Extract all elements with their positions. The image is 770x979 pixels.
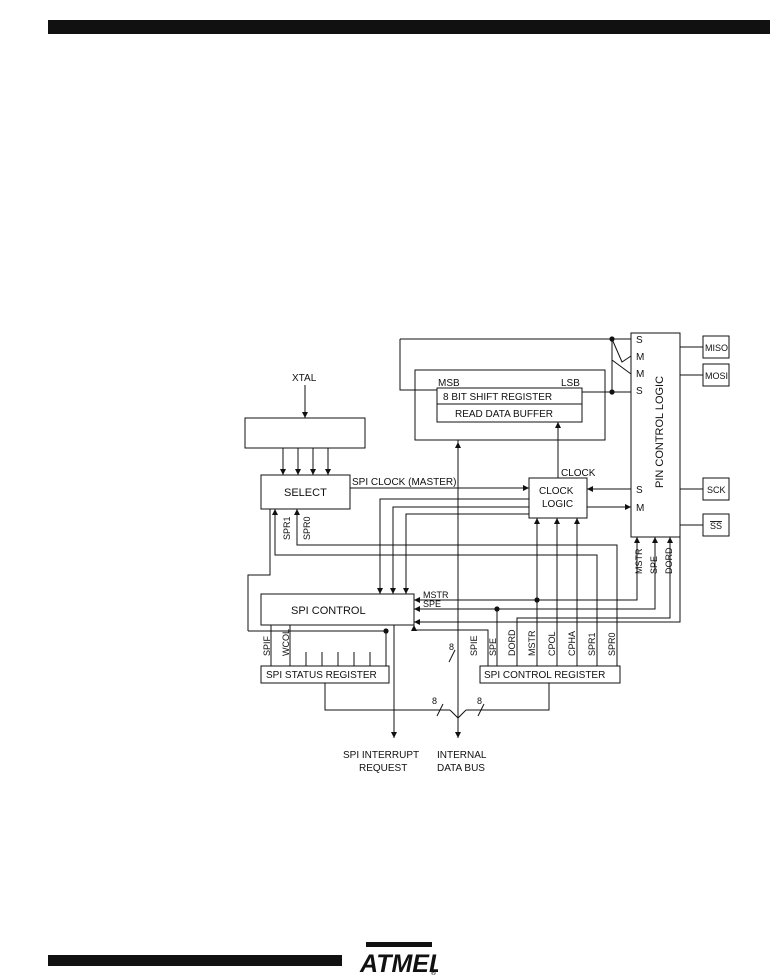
msb-label: MSB: [438, 378, 460, 389]
dord-bit-label: DORD: [507, 629, 517, 656]
mstr-pin-label: MSTR: [634, 548, 644, 574]
spi-interrupt-label-2: REQUEST: [359, 763, 407, 774]
bus-width-slash: [448, 649, 456, 663]
spr1-bit-label: SPR1: [587, 632, 597, 656]
pin-s-label: S: [636, 335, 643, 346]
bus-brace: [449, 709, 467, 719]
spr0-select-label: SPR0: [302, 516, 312, 540]
spe-bit-label: SPE: [488, 638, 498, 656]
bus-width-slash: [436, 703, 444, 717]
bus-width-label: 8: [449, 642, 454, 652]
spi-control-block: [260, 593, 415, 626]
atmel-logo: ATMEL ®: [359, 942, 438, 976]
spe-to-pin-line: [497, 537, 658, 610]
bus-width-label: 8: [477, 696, 482, 706]
pin-s-label: S: [636, 386, 643, 397]
mosi-label: MOSI: [705, 371, 728, 381]
spr0-bit-label: SPR0: [607, 632, 617, 656]
mstr-ctrl-label: MSTR: [423, 590, 449, 600]
junction-dot: [609, 336, 615, 342]
wcol-label: WCOL: [281, 629, 291, 656]
spe-to-spi-control-line: [414, 606, 498, 666]
bus-width-label: 8: [432, 696, 437, 706]
clock-logic-label-2: LOGIC: [542, 499, 573, 510]
clock-to-spi-control-line: [390, 506, 529, 594]
dord-pin-label: DORD: [664, 547, 674, 574]
ss-label: SS: [710, 521, 722, 531]
spi-control-register-label: SPI CONTROL REGISTER: [484, 670, 605, 681]
clock-to-spi-control-line: [377, 498, 529, 594]
pin-m-label: M: [636, 369, 644, 380]
xtal-label: XTAL: [292, 373, 317, 384]
pin-s-label: S: [636, 485, 643, 496]
shift-register-label: 8 BIT SHIFT REGISTER: [443, 392, 552, 403]
control-to-bus-line: [466, 683, 550, 711]
spie-bit-label: SPIE: [469, 635, 479, 656]
clock-to-spi-control-line: [403, 513, 529, 594]
miso-label: MISO: [705, 343, 728, 353]
clock-logic-label-1: CLOCK: [539, 486, 574, 497]
oscillator-block: [244, 417, 366, 449]
sck-label: SCK: [707, 485, 726, 495]
bus-width-slash: [477, 703, 485, 717]
cpol-bit-label: CPOL: [547, 631, 557, 656]
ss-to-spi-control-line: [414, 537, 681, 625]
read-data-buffer-block: [436, 403, 583, 423]
select-block: [260, 474, 351, 510]
spi-control-register-block: [479, 665, 621, 684]
pin-m-label: M: [636, 352, 644, 363]
footer-bar: [48, 955, 342, 966]
status-to-bus-line: [324, 683, 450, 711]
pin-control-logic-block: [630, 332, 681, 538]
spi-control-label: SPI CONTROL: [291, 605, 366, 617]
logo-top-bar: [366, 942, 432, 947]
clock-label: CLOCK: [561, 468, 596, 479]
pin-control-logic-label: PIN CONTROL LOGIC: [654, 376, 666, 488]
header-bar: [48, 20, 770, 34]
spi-status-register-label: SPI STATUS REGISTER: [266, 670, 377, 681]
pin-cross-line: [611, 338, 632, 392]
spe-ctrl-label: SPE: [423, 599, 441, 609]
pin-m-label: M: [636, 503, 644, 514]
spr1-select-label: SPR1: [282, 516, 292, 540]
mstr-to-pin-line: [537, 537, 640, 601]
spr0-bit-line: [294, 509, 618, 666]
mstr-bit-label: MSTR: [527, 630, 537, 656]
shift-loop-line: [399, 338, 631, 391]
spe-pin-label: SPE: [649, 556, 659, 574]
read-data-buffer-label: READ DATA BUFFER: [455, 409, 553, 420]
select-label: SELECT: [284, 487, 327, 499]
internal-bus-label-1: INTERNAL: [437, 750, 487, 761]
dord-to-pin-line: [516, 537, 673, 666]
spi-clock-master-label: SPI CLOCK (MASTER): [352, 477, 456, 488]
lsb-label: LSB: [561, 378, 580, 389]
logo-text: ATMEL: [359, 950, 438, 976]
spif-feedback-line: [247, 509, 271, 631]
spi-interrupt-label-1: SPI INTERRUPT: [343, 750, 419, 761]
cpha-bit-label: CPHA: [567, 631, 577, 656]
junction-dot: [609, 389, 615, 395]
spr1-bit-line: [272, 509, 598, 666]
registered-icon: ®: [430, 969, 437, 976]
internal-bus-label-2: DATA BUS: [437, 763, 485, 774]
spif-label: SPIF: [262, 635, 272, 656]
spie-to-spi-control-line: [411, 625, 489, 666]
clock-logic-block: [528, 477, 588, 519]
